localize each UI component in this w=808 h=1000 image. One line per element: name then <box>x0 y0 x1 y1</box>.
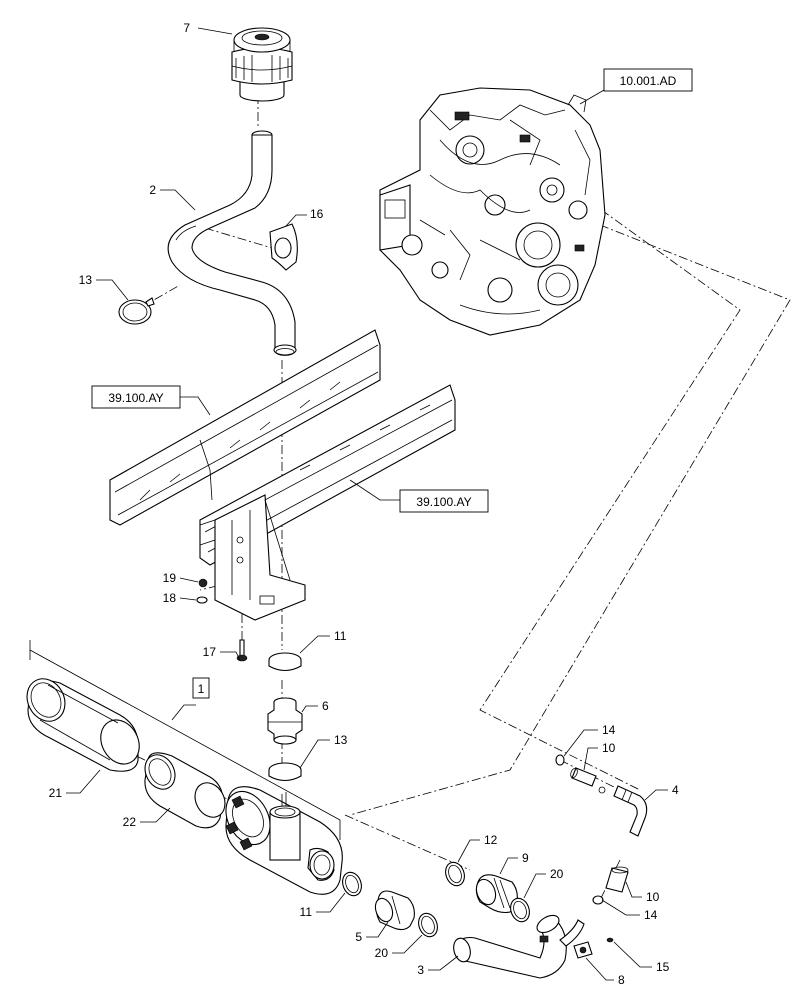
callout-4: 4 <box>672 783 679 797</box>
callout-17: 17 <box>203 645 217 659</box>
outlet-pipe-part-3 <box>453 914 585 979</box>
callout-18: 18 <box>163 591 177 605</box>
coupler-part-5 <box>374 890 415 931</box>
engine-assembly <box>379 87 606 336</box>
callout-9: 9 <box>522 851 529 865</box>
hose-part-10-lower <box>605 866 629 893</box>
bracket-part-16 <box>269 223 298 271</box>
clamp-part-14-lower <box>592 895 604 905</box>
clamp-part-11-lower <box>342 871 362 897</box>
frame-rail-upper <box>109 329 381 526</box>
callout-13-lower: 13 <box>334 733 348 747</box>
callout-2: 2 <box>149 183 156 197</box>
leader-lines <box>66 27 668 981</box>
reference-frame-upper-label[interactable]: 39.100.AY <box>108 391 163 405</box>
clamp-part-20-upper <box>510 897 530 923</box>
reference-engine-label[interactable]: 10.001.AD <box>620 74 677 88</box>
callout-12: 12 <box>484 833 498 847</box>
pre-cleaner-part-7 <box>231 27 293 102</box>
clamp-part-13-lower <box>268 762 302 782</box>
callout-numbers: 7 2 16 13 19 18 17 11 6 13 1 21 22 14 10… <box>49 21 679 987</box>
filter-assembly-bracket-part-1 <box>29 640 341 840</box>
callout-15: 15 <box>656 960 670 974</box>
clamp-part-20-lower <box>418 912 438 938</box>
callout-5: 5 <box>355 930 362 944</box>
callout-14-upper: 14 <box>602 723 616 737</box>
callout-13-upper: 13 <box>79 273 93 287</box>
clamp-part-14-upper <box>555 754 565 766</box>
callout-21: 21 <box>49 786 63 800</box>
hose-part-10-upper <box>570 767 597 787</box>
callout-14-lower: 14 <box>644 908 658 922</box>
callout-22: 22 <box>123 815 137 829</box>
reference-frame-lower-label[interactable]: 39.100.AY <box>416 495 471 509</box>
callout-20-lower: 20 <box>375 946 389 960</box>
intake-pipe-part-2 <box>167 130 297 356</box>
clamp-part-12 <box>445 861 465 887</box>
callout-20-upper: 20 <box>550 867 564 881</box>
callout-7: 7 <box>183 21 190 35</box>
callout-box-1 <box>192 677 210 699</box>
callout-10-upper: 10 <box>602 741 616 755</box>
washer-part-18 <box>196 596 208 604</box>
mounting-bracket <box>199 494 306 621</box>
nut-part-19 <box>198 578 208 588</box>
clamp-part-13-upper <box>118 297 155 325</box>
sleeve-part-6 <box>267 697 303 745</box>
sensor-part-8 <box>573 941 593 959</box>
filter-housing <box>225 786 343 895</box>
reference-box-frame-upper[interactable]: 39.100.AY <box>91 385 181 409</box>
primary-element-part-22 <box>144 752 226 829</box>
reference-box-frame-lower[interactable]: 39.100.AY <box>399 489 489 513</box>
reducer-part-9 <box>475 874 518 914</box>
callout-16: 16 <box>310 207 324 221</box>
callout-1: 1 <box>198 682 205 696</box>
callout-11-upper: 11 <box>334 629 347 643</box>
callout-8: 8 <box>618 973 625 987</box>
safety-element-part-21 <box>26 678 140 772</box>
reference-box-engine[interactable]: 10.001.AD <box>603 68 693 92</box>
callout-19: 19 <box>163 571 177 585</box>
elbow-part-4 <box>598 785 648 837</box>
callout-10-lower: 10 <box>646 890 660 904</box>
clamp-part-11-upper <box>268 652 302 672</box>
callout-11-lower: 11 <box>300 905 313 919</box>
plug-part-15 <box>606 937 614 943</box>
callout-3: 3 <box>417 963 424 977</box>
callout-6: 6 <box>322 699 329 713</box>
